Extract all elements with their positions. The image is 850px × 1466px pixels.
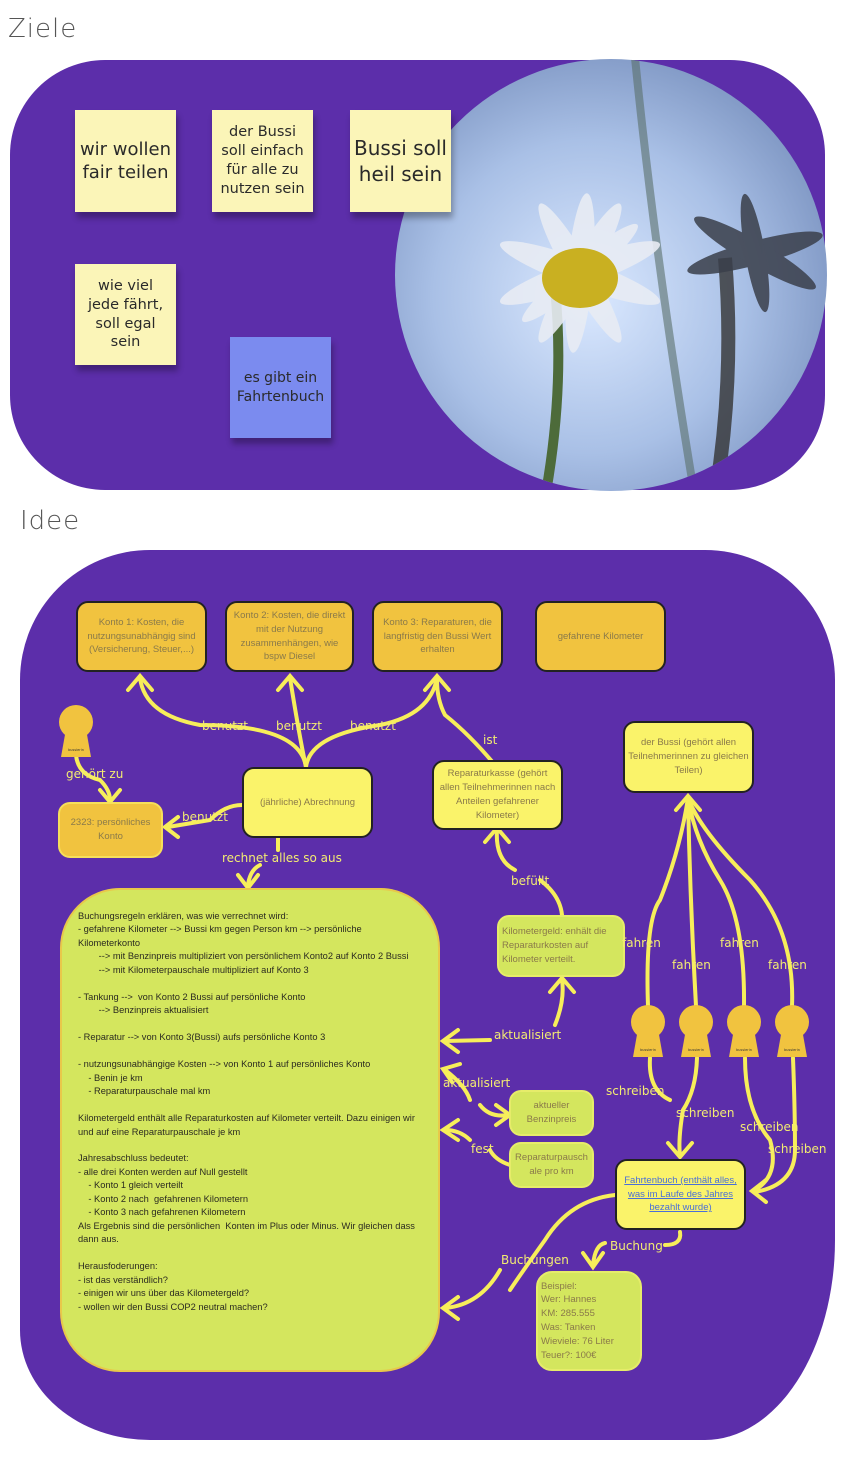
reparaturpauschale-node[interactable]: Reparaturpauschale pro km bbox=[509, 1142, 594, 1188]
konto-3-node[interactable]: Konto 3: Reparaturen, die langfristig de… bbox=[372, 601, 503, 672]
edge-label: fahren bbox=[622, 936, 661, 950]
person-icon[interactable]: bussierin bbox=[774, 1005, 810, 1057]
konto-1-node[interactable]: Konto 1: Kosten, die nutzungsunabhängig … bbox=[76, 601, 207, 672]
edge-label: befüllt bbox=[511, 874, 550, 888]
sticky-note[interactable]: wie viel jede fährt, soll egal sein bbox=[75, 264, 176, 365]
benzinpreis-node[interactable]: aktueller Benzinpreis bbox=[509, 1090, 594, 1136]
edge-label: benutzt bbox=[350, 719, 396, 733]
edge-label: fahren bbox=[720, 936, 759, 950]
edge-label: benutzt bbox=[202, 719, 248, 733]
edge-label: Buchung bbox=[610, 1239, 663, 1253]
edge-label: ist bbox=[483, 733, 498, 747]
person-icon[interactable]: bussierin bbox=[630, 1005, 666, 1057]
edge-label: benutzt bbox=[182, 810, 228, 824]
idee-heading: Idee bbox=[20, 506, 81, 536]
person-label: bussierin bbox=[736, 1048, 752, 1052]
kilometergeld-node[interactable]: Kilometergeld: enhält die Reparaturkoste… bbox=[497, 915, 625, 977]
edge-label: schreiben bbox=[676, 1106, 735, 1120]
bussi-node[interactable]: der Bussi (gehört allen Teilnehmerinnen … bbox=[623, 721, 754, 793]
person-label: bussierin bbox=[68, 748, 84, 752]
buchungsregeln-node[interactable]: Buchungsregeln erklären, was wie verrech… bbox=[60, 888, 440, 1372]
ziele-heading: Ziele bbox=[8, 14, 78, 44]
person-icon[interactable]: bussierin bbox=[58, 705, 94, 757]
person-label: bussierin bbox=[640, 1048, 656, 1052]
sticky-note[interactable]: wir wollen fair teilen bbox=[75, 110, 176, 212]
persoenliches-konto-node[interactable]: 2323: persönliches Konto bbox=[58, 802, 163, 858]
edge-label: benutzt bbox=[276, 719, 322, 733]
sticky-note[interactable]: der Bussi soll einfach für alle zu nutze… bbox=[212, 110, 313, 212]
konto-2-node[interactable]: Konto 2: Kosten, die direkt mit der Nutz… bbox=[225, 601, 354, 672]
sticky-note[interactable]: Bussi soll heil sein bbox=[350, 110, 451, 212]
edge-label: fahren bbox=[672, 958, 711, 972]
edge-label: aktualisiert bbox=[443, 1076, 511, 1090]
person-icon[interactable]: bussierin bbox=[726, 1005, 762, 1057]
fahrtenbuch-link[interactable]: Fahrtenbuch (enthält alles, was im Laufe… bbox=[615, 1159, 746, 1230]
person-label: bussierin bbox=[784, 1048, 800, 1052]
edge-label: gehört zu bbox=[66, 767, 124, 781]
buchungsregeln-text: Buchungsregeln erklären, was wie verrech… bbox=[78, 911, 415, 1312]
daisy-image[interactable] bbox=[395, 58, 827, 492]
edge-label: fest bbox=[471, 1142, 494, 1156]
beispiel-node[interactable]: Beispiel: Wer: Hannes KM: 285.555 Was: T… bbox=[536, 1271, 642, 1371]
edge-label: Buchungen bbox=[501, 1253, 569, 1267]
reparaturkasse-node[interactable]: Reparaturkasse (gehört allen Teilnehmeri… bbox=[432, 760, 563, 830]
person-icon[interactable]: bussierin bbox=[678, 1005, 714, 1057]
edge-label: rechnet alles so aus bbox=[222, 851, 342, 865]
edge-label: fahren bbox=[768, 958, 807, 972]
edge-label: aktualisiert bbox=[494, 1028, 562, 1042]
abrechnung-node[interactable]: (jährliche) Abrechnung bbox=[242, 767, 373, 838]
edge-label: schreiben bbox=[768, 1142, 827, 1156]
sticky-note-blue[interactable]: es gibt ein Fahrtenbuch bbox=[230, 337, 331, 438]
edge-label: schreiben bbox=[606, 1084, 665, 1098]
gefahrene-kilometer-node[interactable]: gefahrene Kilometer bbox=[535, 601, 666, 672]
edge-label: schreiben bbox=[740, 1120, 799, 1134]
person-label: bussierin bbox=[688, 1048, 704, 1052]
